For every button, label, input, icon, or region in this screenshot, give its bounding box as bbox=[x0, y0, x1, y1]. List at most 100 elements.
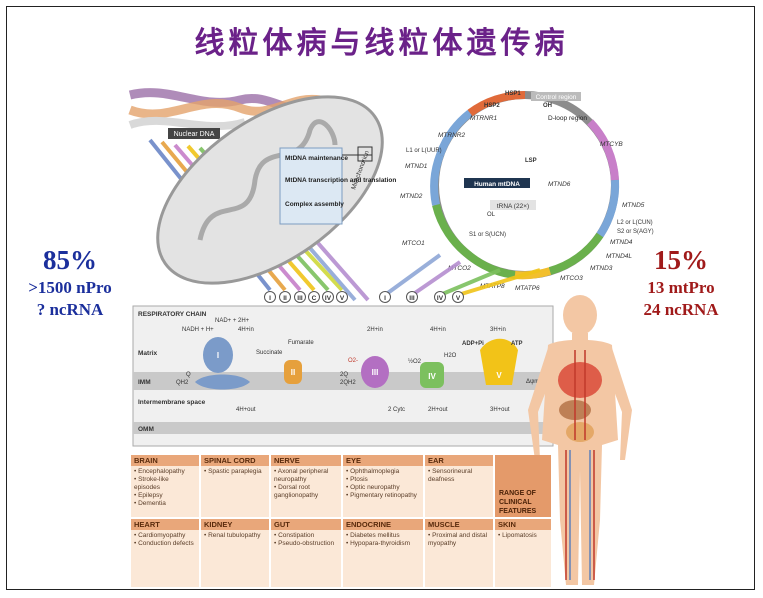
gene-label: MTND2 bbox=[400, 193, 423, 200]
nuclear-ncrna: ? ncRNA bbox=[36, 300, 104, 319]
respiratory-chain-panel: RESPIRATORY CHAIN Matrix IMM Intermembra… bbox=[132, 305, 554, 447]
feature-item: • Pseudo-obstruction bbox=[274, 540, 335, 547]
site-label: L1 or L(UUR) bbox=[406, 148, 442, 154]
gene-label: MTND1 bbox=[405, 163, 428, 170]
complex-badges: I II III C IV V I III IV V bbox=[264, 291, 464, 303]
gene-label: MTND6 bbox=[548, 181, 571, 188]
mito-stats: 15% 13 mtPro 24 ncRNA bbox=[622, 243, 740, 321]
chain-text: 3H+in bbox=[490, 327, 506, 333]
gene-label: MTCO3 bbox=[560, 275, 583, 282]
chain-row: Matrix bbox=[138, 350, 158, 357]
feature-item: • Dementia bbox=[134, 500, 166, 507]
chain-text: 2 Cytc bbox=[388, 407, 405, 413]
complex-label: V bbox=[496, 371, 502, 380]
feature-title: HEART bbox=[131, 519, 199, 530]
feature-skin: SKIN • Lipomatosis bbox=[495, 519, 551, 587]
feature-eye: EYE • Ophthalmoplegia • Ptosis • Optic n… bbox=[343, 455, 423, 517]
badge: I bbox=[384, 295, 386, 302]
feature-title: SPINAL CORD bbox=[201, 455, 269, 466]
chain-row: Intermembrane space bbox=[138, 399, 206, 406]
slide-title: 线粒体病与线粒体遗传病 bbox=[194, 26, 569, 61]
mtdna-function-boxes: MtDNA maintenance MtDNA transcription an… bbox=[279, 146, 396, 225]
chain-text: QH2 bbox=[176, 380, 189, 386]
chain-text: 3H+out bbox=[490, 407, 510, 413]
complex-label: IV bbox=[428, 372, 436, 381]
complex-v bbox=[480, 338, 518, 385]
gene-label: MTND5 bbox=[622, 202, 645, 209]
feature-item: • Renal tubulopathy bbox=[204, 532, 261, 539]
chain-text: NADH + H+ bbox=[182, 327, 214, 333]
chain-text: ½O2 bbox=[408, 358, 422, 365]
feature-item: • Diabetes mellitus bbox=[346, 532, 400, 539]
complex-ii bbox=[284, 360, 302, 384]
badge: C bbox=[312, 295, 317, 302]
mtdna-lines bbox=[383, 253, 541, 297]
human-mtdna-label: Human mtDNA bbox=[474, 181, 520, 188]
feature-title: EAR bbox=[425, 455, 493, 466]
chain-text: Q bbox=[186, 372, 191, 378]
chain-text: 2H+in bbox=[367, 327, 383, 333]
feature-item: • Ptosis bbox=[346, 476, 368, 483]
gene-label: MTCO2 bbox=[448, 265, 471, 272]
gene-label: MTND3 bbox=[590, 265, 613, 272]
feature-brain: BRAIN • Encephalopathy • Stroke-like epi… bbox=[131, 455, 199, 517]
chain-header: RESPIRATORY CHAIN bbox=[138, 311, 207, 318]
feature-item: • Dorsal root ganglionopathy bbox=[274, 484, 319, 499]
site-label: LSP bbox=[525, 158, 537, 164]
control-region-label: Control region bbox=[536, 94, 577, 101]
slide-frame bbox=[6, 6, 755, 590]
badge: V bbox=[456, 295, 461, 302]
site-label: S2 or S(AGY) bbox=[617, 229, 654, 235]
feature-item: • Hypopara-thyroidism bbox=[346, 540, 411, 547]
nuclear-proteins: >1500 nPro bbox=[28, 278, 112, 297]
range-of-clinical-features: RANGE OF CLINICAL FEATURES bbox=[495, 455, 551, 517]
feature-item: • Epilepsy bbox=[134, 492, 163, 499]
gene-label: MTCO1 bbox=[402, 240, 425, 247]
feature-item: • Lipomatosis bbox=[498, 532, 537, 539]
feature-item: • Spastic paraplegia bbox=[204, 468, 262, 475]
feature-title: MUSCLE bbox=[425, 519, 493, 530]
box-transcription: MtDNA transcription and translation bbox=[285, 177, 396, 184]
feature-item: • Pigmentary retinopathy bbox=[346, 492, 417, 499]
chain-text: NAD+ + 2H+ bbox=[215, 318, 250, 324]
feature-title: EYE bbox=[343, 455, 423, 466]
badge: III bbox=[409, 295, 415, 302]
chain-text: 4H+out bbox=[236, 407, 256, 413]
badge: V bbox=[340, 295, 345, 302]
dloop-label: D-loop region bbox=[548, 115, 587, 122]
chain-text: 4H+in bbox=[430, 327, 446, 333]
feature-endocrine: ENDOCRINE • Diabetes mellitus • Hypopara… bbox=[343, 519, 423, 587]
chain-text: 4H+in bbox=[238, 327, 254, 333]
gene-label: MTND4L bbox=[606, 253, 632, 260]
feature-heart: HEART • Cardiomyopathy • Conduction defe… bbox=[131, 519, 199, 587]
badge: III bbox=[297, 295, 303, 302]
chain-text: ADP+Pi bbox=[462, 341, 484, 347]
box-assembly: Complex assembly bbox=[285, 201, 344, 208]
mito-proteins: 13 mtPro bbox=[647, 278, 715, 297]
chain-text: Fumarate bbox=[288, 340, 314, 346]
clinical-features-grid: BRAIN • Encephalopathy • Stroke-like epi… bbox=[131, 455, 551, 587]
feature-title: BRAIN bbox=[131, 455, 199, 466]
feature-item: • Ophthalmoplegia bbox=[346, 468, 400, 475]
site-label: OH bbox=[543, 103, 552, 109]
feature-item: • Encephalopathy bbox=[134, 468, 185, 475]
gene-label: MTRNR2 bbox=[438, 132, 465, 139]
feature-muscle: MUSCLE • Proximal and distal myopathy bbox=[425, 519, 493, 587]
chain-text: 2QH2 bbox=[340, 380, 356, 386]
badge: I bbox=[269, 295, 271, 302]
site-label: L2 or L(CUN) bbox=[617, 220, 653, 226]
feature-item: • Conduction defects bbox=[134, 540, 194, 547]
feature-title: NERVE bbox=[271, 455, 341, 466]
feature-item: • Cardiomyopathy bbox=[134, 532, 186, 539]
gene-label: MTCYB bbox=[600, 141, 623, 148]
badge: IV bbox=[325, 295, 332, 302]
chain-row: OMM bbox=[138, 426, 154, 433]
feature-nerve: NERVE • Axonal peripheral neuropathy • D… bbox=[271, 455, 341, 517]
feature-spinal-cord: SPINAL CORD • Spastic paraplegia bbox=[201, 455, 269, 517]
feature-title: KIDNEY bbox=[201, 519, 269, 530]
site-label: HSP2 bbox=[484, 103, 500, 109]
complex-label: I bbox=[217, 351, 219, 360]
chain-text: O2- bbox=[348, 358, 358, 364]
complex-label: III bbox=[372, 368, 379, 377]
trna-label: tRNA (22×) bbox=[497, 203, 529, 210]
